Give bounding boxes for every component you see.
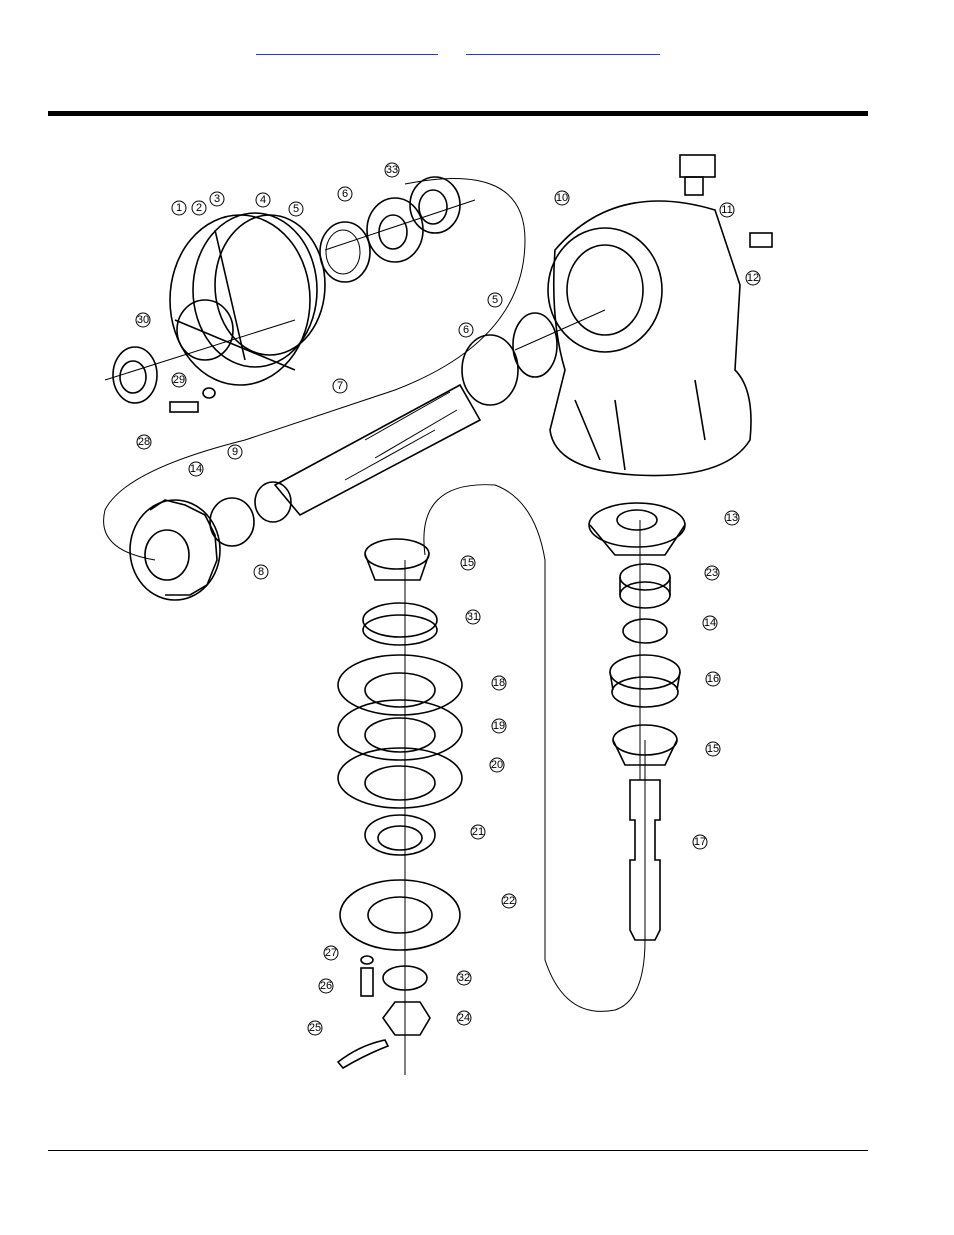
callout-32: 32 — [458, 972, 470, 984]
callout-7: 7 — [337, 380, 343, 392]
callout-24: 24 — [458, 1012, 470, 1024]
top-link-right[interactable] — [466, 38, 660, 55]
callout-17: 17 — [694, 836, 706, 848]
callout-15: 15 — [462, 557, 474, 569]
callout-14: 14 — [190, 463, 202, 475]
callout-23: 23 — [706, 567, 718, 579]
callout-4: 4 — [260, 194, 266, 206]
top-links — [0, 38, 954, 58]
callout-15b: 15 — [707, 743, 719, 755]
callout-33: 33 — [386, 164, 398, 176]
callout-8: 8 — [258, 566, 264, 578]
callout-13: 13 — [726, 512, 738, 524]
callout-30: 30 — [137, 314, 149, 326]
callout-3: 3 — [214, 193, 220, 205]
callout-20: 20 — [491, 759, 503, 771]
callout-18: 18 — [493, 677, 505, 689]
callout-2: 2 — [196, 202, 202, 214]
callout-29: 29 — [173, 374, 185, 386]
callout-19: 19 — [493, 720, 505, 732]
callout-12: 12 — [747, 272, 759, 284]
callout-26: 26 — [320, 980, 332, 992]
callout-27: 27 — [325, 947, 337, 959]
callout-10: 10 — [556, 192, 568, 204]
callout-5: 5 — [293, 203, 299, 215]
callout-layer: 1 2 3 4 5 6 33 30 29 28 7 14 9 8 10 11 1… — [95, 140, 785, 1075]
gearbox-exploded-diagram: 1 2 3 4 5 6 33 30 29 28 7 14 9 8 10 11 1… — [95, 140, 785, 1075]
callout-31: 31 — [467, 611, 479, 623]
callout-1: 1 — [176, 202, 182, 214]
callout-22: 22 — [503, 895, 515, 907]
callout-11: 11 — [721, 204, 732, 216]
callout-6b: 6 — [463, 324, 469, 336]
callout-16: 16 — [707, 673, 719, 685]
header-rule — [48, 111, 868, 116]
callout-9: 9 — [232, 446, 238, 458]
footer-rule — [48, 1150, 868, 1151]
callout-14b: 14 — [704, 617, 716, 629]
callout-6: 6 — [342, 188, 348, 200]
callout-28: 28 — [138, 436, 150, 448]
callout-21: 21 — [472, 826, 484, 838]
callout-25: 25 — [309, 1022, 321, 1034]
callout-5b: 5 — [492, 294, 498, 306]
top-link-left[interactable] — [256, 38, 438, 55]
